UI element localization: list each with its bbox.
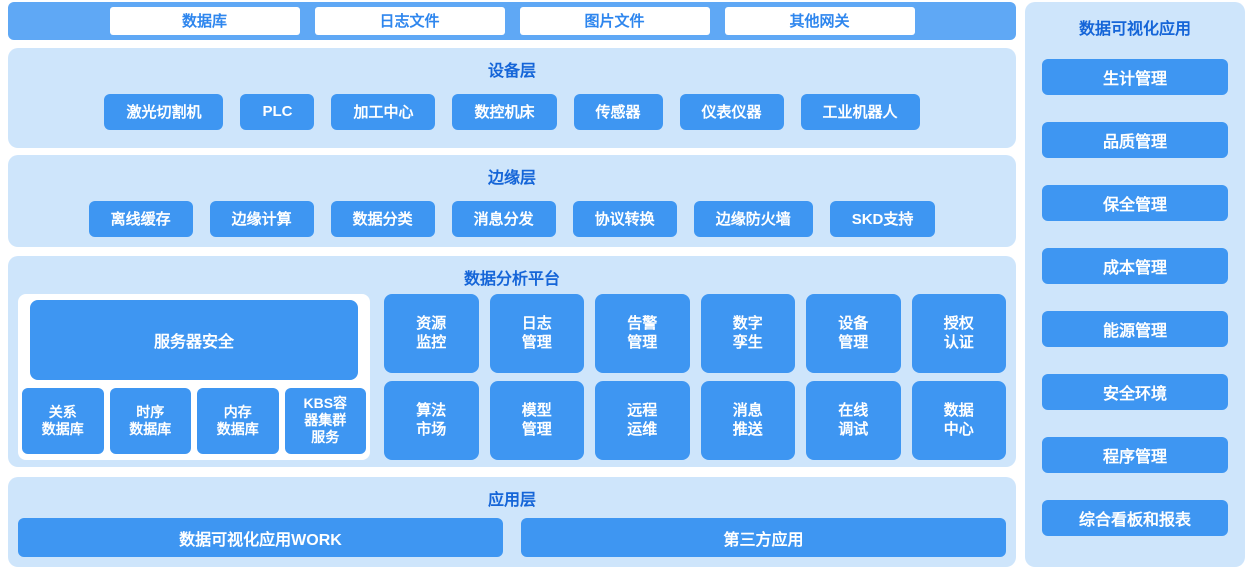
server-security-box: 服务器安全 <box>30 299 358 380</box>
application-layer-title: 应用层 <box>487 492 536 510</box>
platform-service-grid: 资源 监控 日志 管理 告警 管理 数字 孪生 设备 管理 授权 认证 算法 市… <box>384 293 1006 460</box>
edge-item-offline-cache: 离线缓存 <box>88 200 193 237</box>
platform-cell-online-debugging: 在线 调试 <box>806 380 901 460</box>
device-layer-items: 激光切割机 PLC 加工中心 数控机床 传感器 仪表仪器 工业机器人 <box>8 93 1016 130</box>
edge-item-message-dispatch: 消息分发 <box>451 200 556 237</box>
sidebar-item-cost-mgmt: 成本管理 <box>1042 248 1228 284</box>
device-item-cnc-machine: 数控机床 <box>452 93 557 130</box>
db-box-kbs-container-cluster: KBS容 器集群 服务 <box>284 387 366 454</box>
edge-item-edge-computing: 边缘计算 <box>209 200 314 237</box>
data-analysis-platform-panel: 数据分析平台 服务器安全 关系 数据库 时序 数据库 内存 数据库 KBS容 器… <box>8 255 1016 468</box>
db-box-inmemory: 内存 数据库 <box>197 387 279 454</box>
main-column: 数据库 日志文件 图片文件 其他网关 设备层 激光切割机 PLC 加工中心 数控… <box>8 2 1016 567</box>
app-item-visualization-work: 数据可视化应用WORK <box>18 518 503 558</box>
device-item-machining-center: 加工中心 <box>331 93 436 130</box>
edge-layer-items: 离线缓存 边缘计算 数据分类 消息分发 协议转换 边缘防火墙 SKD支持 <box>8 200 1016 237</box>
visualization-apps-sidebar: 数据可视化应用 生计管理 品质管理 保全管理 成本管理 能源管理 安全环境 程序… <box>1025 2 1245 567</box>
platform-cell-authorization: 授权 认证 <box>911 293 1006 373</box>
edge-layer-title: 边缘层 <box>487 169 536 187</box>
platform-cell-resource-monitoring: 资源 监控 <box>384 293 479 373</box>
platform-cell-log-management: 日志 管理 <box>489 293 584 373</box>
source-item-log-file: 日志文件 <box>314 6 505 35</box>
sidebar-item-quality-mgmt: 品质管理 <box>1042 122 1228 158</box>
device-item-sensor: 传感器 <box>573 93 663 130</box>
platform-cell-alarm-management: 告警 管理 <box>595 293 690 373</box>
platform-cell-model-management: 模型 管理 <box>489 380 584 460</box>
device-item-instrument: 仪表仪器 <box>679 93 784 130</box>
edge-item-skd-support: SKD支持 <box>829 200 936 237</box>
platform-cell-algorithm-market: 算法 市场 <box>384 380 479 460</box>
platform-cell-digital-twin: 数字 孪生 <box>700 293 795 373</box>
edge-item-protocol-conversion: 协议转换 <box>572 200 677 237</box>
platform-title: 数据分析平台 <box>463 270 560 288</box>
platform-database-group: 服务器安全 关系 数据库 时序 数据库 内存 数据库 KBS容 器集群 服务 <box>18 293 370 460</box>
sidebar-item-livelihood-mgmt: 生计管理 <box>1042 59 1228 95</box>
db-box-relational: 关系 数据库 <box>22 387 104 454</box>
sidebar-item-safety-environment: 安全环境 <box>1042 374 1228 410</box>
sidebar-item-maintenance-mgmt: 保全管理 <box>1042 185 1228 221</box>
device-item-plc: PLC <box>240 93 315 130</box>
edge-item-edge-firewall: 边缘防火墙 <box>693 200 813 237</box>
sidebar-title: 数据可视化应用 <box>1078 21 1191 38</box>
data-source-bar: 数据库 日志文件 图片文件 其他网关 <box>8 2 1016 40</box>
application-layer-items: 数据可视化应用WORK 第三方应用 <box>18 518 1006 558</box>
database-row: 关系 数据库 时序 数据库 内存 数据库 KBS容 器集群 服务 <box>22 387 366 454</box>
platform-cell-data-center: 数据 中心 <box>911 380 1006 460</box>
sidebar-item-energy-mgmt: 能源管理 <box>1042 311 1228 347</box>
platform-cell-message-push: 消息 推送 <box>700 380 795 460</box>
platform-body: 服务器安全 关系 数据库 时序 数据库 内存 数据库 KBS容 器集群 服务 资… <box>18 293 1006 460</box>
application-layer-panel: 应用层 数据可视化应用WORK 第三方应用 <box>8 477 1016 567</box>
device-layer-title: 设备层 <box>487 62 536 80</box>
device-item-industrial-robot: 工业机器人 <box>800 93 920 130</box>
platform-cell-device-management: 设备 管理 <box>806 293 901 373</box>
db-box-timeseries: 时序 数据库 <box>109 387 191 454</box>
source-item-database: 数据库 <box>109 6 300 35</box>
device-layer-panel: 设备层 激光切割机 PLC 加工中心 数控机床 传感器 仪表仪器 工业机器人 <box>8 47 1016 148</box>
device-item-laser-cutter: 激光切割机 <box>104 93 224 130</box>
edge-layer-panel: 边缘层 离线缓存 边缘计算 数据分类 消息分发 协议转换 边缘防火墙 SKD支持 <box>8 154 1016 247</box>
sidebar-item-program-mgmt: 程序管理 <box>1042 437 1228 473</box>
source-item-image-file: 图片文件 <box>519 6 710 35</box>
source-item-other-gateway: 其他网关 <box>724 6 915 35</box>
sidebar-item-dashboard-reports: 综合看板和报表 <box>1042 500 1228 536</box>
edge-item-data-classification: 数据分类 <box>330 200 435 237</box>
platform-cell-remote-ops: 远程 运维 <box>595 380 690 460</box>
app-item-third-party: 第三方应用 <box>521 518 1006 558</box>
